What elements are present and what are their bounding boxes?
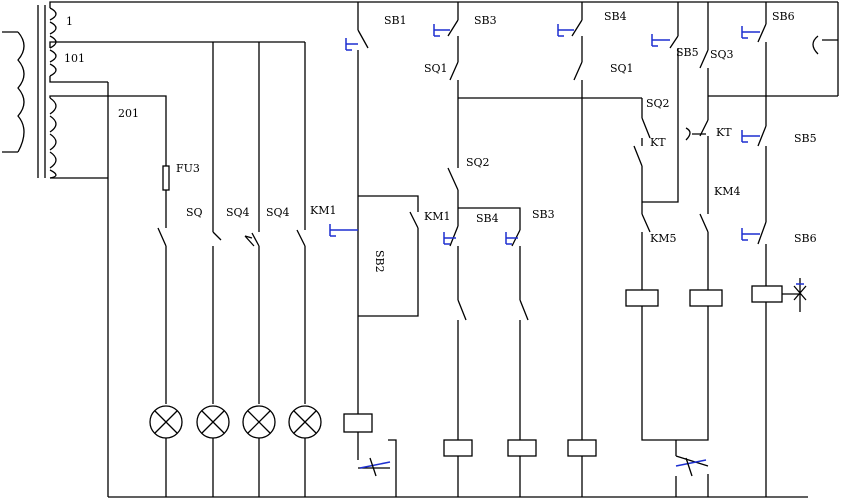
contact-label-kt-a: KT [650, 136, 666, 149]
contact-label-kt-b: KT [716, 126, 732, 139]
lamp-circuits: FU3 SQ SQ4 SQ4 [108, 42, 322, 497]
fuse-fu3 [162, 165, 170, 191]
contact-label-sb6-right: SB6 [794, 232, 817, 245]
coil-branch3 [567, 439, 597, 457]
coil-branch2-b [507, 439, 537, 457]
contact-label-sb5-top: SB5 [676, 46, 699, 59]
coil-yv [751, 285, 783, 303]
contact-label-km1-b: KM1 [424, 210, 450, 223]
contact-label-sq2-a: SQ2 [466, 156, 490, 169]
contact-label-sq1-a: SQ1 [424, 62, 448, 75]
tap-label-201: 201 [118, 107, 139, 120]
contact-label-sb4-mid: SB4 [476, 212, 499, 225]
contact-label-sb1: SB1 [384, 14, 407, 27]
lamp [288, 405, 322, 439]
coil-km1 [343, 413, 373, 433]
tap-label-101: 101 [64, 52, 85, 65]
contact-label-sb6-top: SB6 [772, 10, 795, 23]
transformer: 1 101 201 [2, 1, 139, 179]
branch-yv: SB6 SB5 SB6 [741, 2, 838, 497]
coil-km4 [689, 289, 723, 307]
contact-label-sq2-b: SQ2 [646, 97, 670, 110]
contact-label-sb3-top: SB3 [474, 14, 497, 27]
fuse-label: FU3 [176, 162, 200, 175]
lamp [196, 405, 230, 439]
contact-label-sq1-b: SQ1 [610, 62, 634, 75]
branch-km4-km5: SB5 SQ3 SQ2 KT KM5 KT KM4 [625, 2, 740, 497]
lamp-switch-label-sq4-a: SQ4 [226, 206, 250, 219]
contact-label-km4: KM4 [714, 185, 740, 198]
contact-label-km5: KM5 [650, 232, 676, 245]
lamp-switch-label-sq4-b: SQ4 [266, 206, 290, 219]
branch-km3: SB4 SQ1 [458, 2, 642, 497]
branch-km2: SB3 SQ1 SQ2 SB4 SB3 [424, 2, 555, 497]
lamp [242, 405, 276, 439]
contact-label-km1-a: KM1 [310, 204, 336, 217]
contact-label-sb4-top: SB4 [604, 10, 627, 23]
contact-label-sq3: SQ3 [710, 48, 734, 61]
contact-label-sb2: SB2 [373, 250, 386, 273]
tap-label-1: 1 [66, 15, 73, 28]
contact-label-sb5-right: SB5 [794, 132, 817, 145]
branch-km1: SB1 KM1 KM1 SB2 [310, 2, 450, 497]
lamp [149, 405, 183, 439]
contact-label-sb3-mid: SB3 [532, 208, 555, 221]
rails [107, 1, 839, 498]
coil-branch2-a [443, 439, 473, 457]
coil-km5 [625, 289, 659, 307]
lamp-switch-label-sq: SQ [186, 206, 203, 219]
